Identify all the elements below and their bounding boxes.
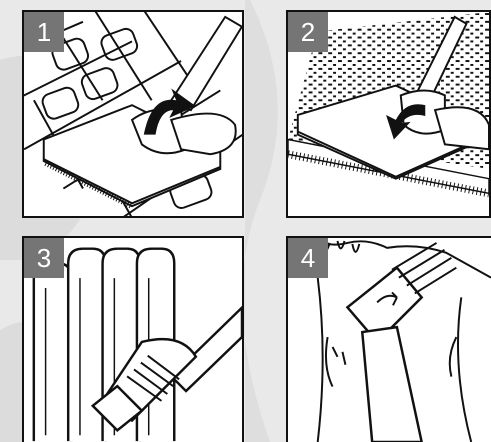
- step-number-badge: 2: [288, 12, 328, 52]
- step-number-badge: 1: [24, 12, 64, 52]
- step-2-panel: 2: [286, 10, 491, 218]
- step-4-panel: 4: [286, 236, 491, 442]
- step-number-badge: 3: [24, 238, 64, 278]
- step-number-badge: 4: [288, 238, 328, 278]
- step-1-panel: 1: [22, 10, 244, 218]
- step-3-panel: 3: [22, 236, 244, 442]
